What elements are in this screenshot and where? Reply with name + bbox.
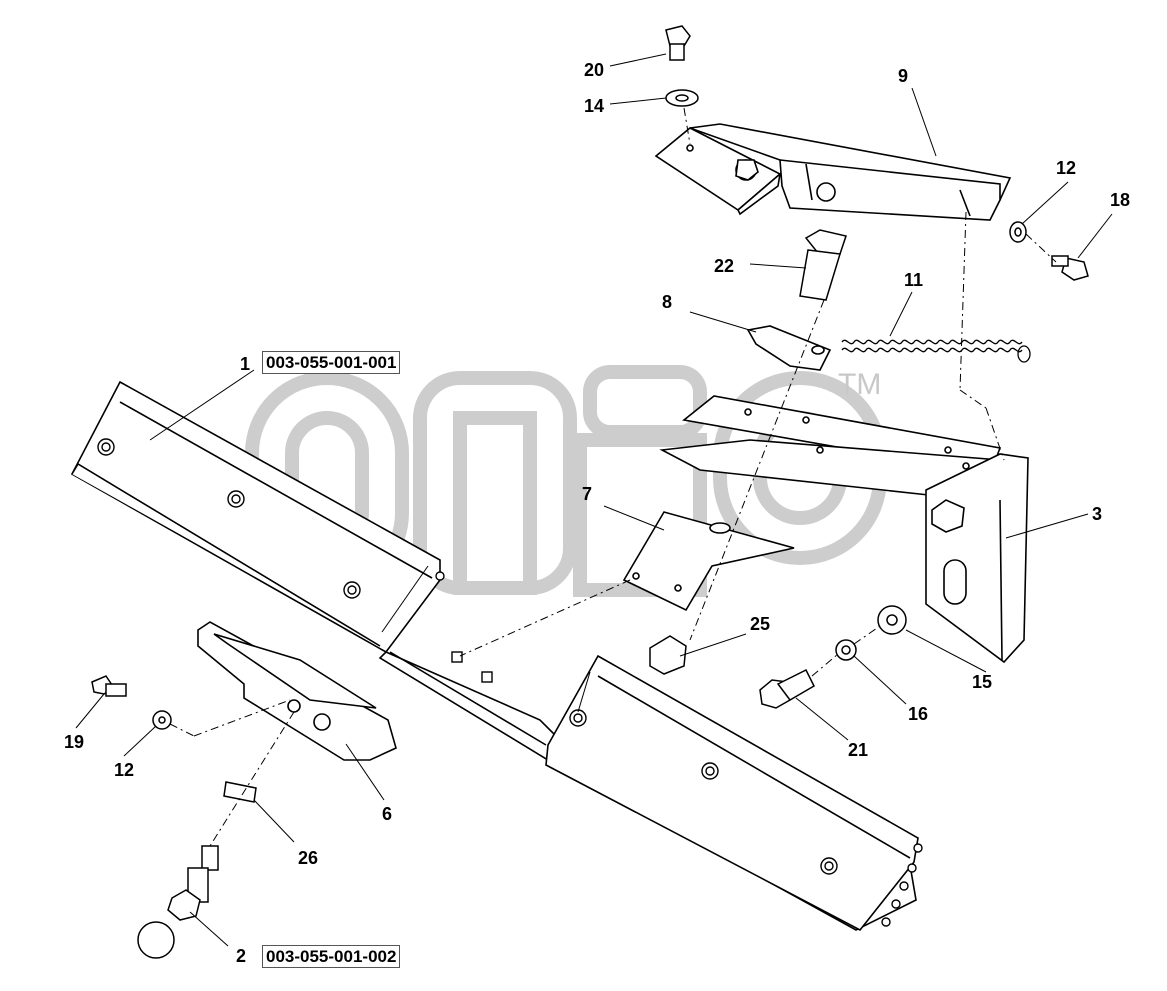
lower-bracket <box>659 395 1029 664</box>
callout-26: 26 <box>298 848 318 868</box>
callout-20: 20 <box>584 60 604 80</box>
callout-1: 1 <box>240 354 250 374</box>
plate-7 <box>622 511 795 612</box>
callout-25: 25 <box>750 614 770 634</box>
top-bracket <box>654 123 1012 221</box>
watermark-tm: TM <box>838 368 881 401</box>
callout-labels: 20 14 9 12 18 22 8 11 1 3 7 25 15 16 21 … <box>64 60 1130 966</box>
leader-lines <box>75 53 1113 947</box>
callout-12-lower: 12 <box>114 760 134 780</box>
hardware <box>91 25 1089 959</box>
callout-3: 3 <box>1092 504 1102 524</box>
callout-8: 8 <box>662 292 672 312</box>
assembly-lines <box>169 107 1057 847</box>
callout-22: 22 <box>714 256 734 276</box>
callout-19: 19 <box>64 732 84 752</box>
latch-8 <box>746 325 832 371</box>
part-number-2: 003-055-001-002 <box>262 945 401 968</box>
callout-15: 15 <box>972 672 992 692</box>
callout-9: 9 <box>898 66 908 86</box>
callout-12-upper: 12 <box>1056 158 1076 178</box>
callout-16: 16 <box>908 704 928 724</box>
guide-6 <box>197 621 397 761</box>
callout-11: 11 <box>904 270 923 290</box>
part-number-1: 003-055-001-001 <box>262 351 401 374</box>
callout-21: 21 <box>848 740 868 760</box>
callout-2: 2 <box>236 946 246 966</box>
callout-6: 6 <box>382 804 392 824</box>
callout-7: 7 <box>582 484 592 504</box>
callout-18: 18 <box>1110 190 1130 210</box>
main-bar-bolts <box>97 438 923 927</box>
callout-14: 14 <box>584 96 604 116</box>
spring-11 <box>841 339 1031 363</box>
